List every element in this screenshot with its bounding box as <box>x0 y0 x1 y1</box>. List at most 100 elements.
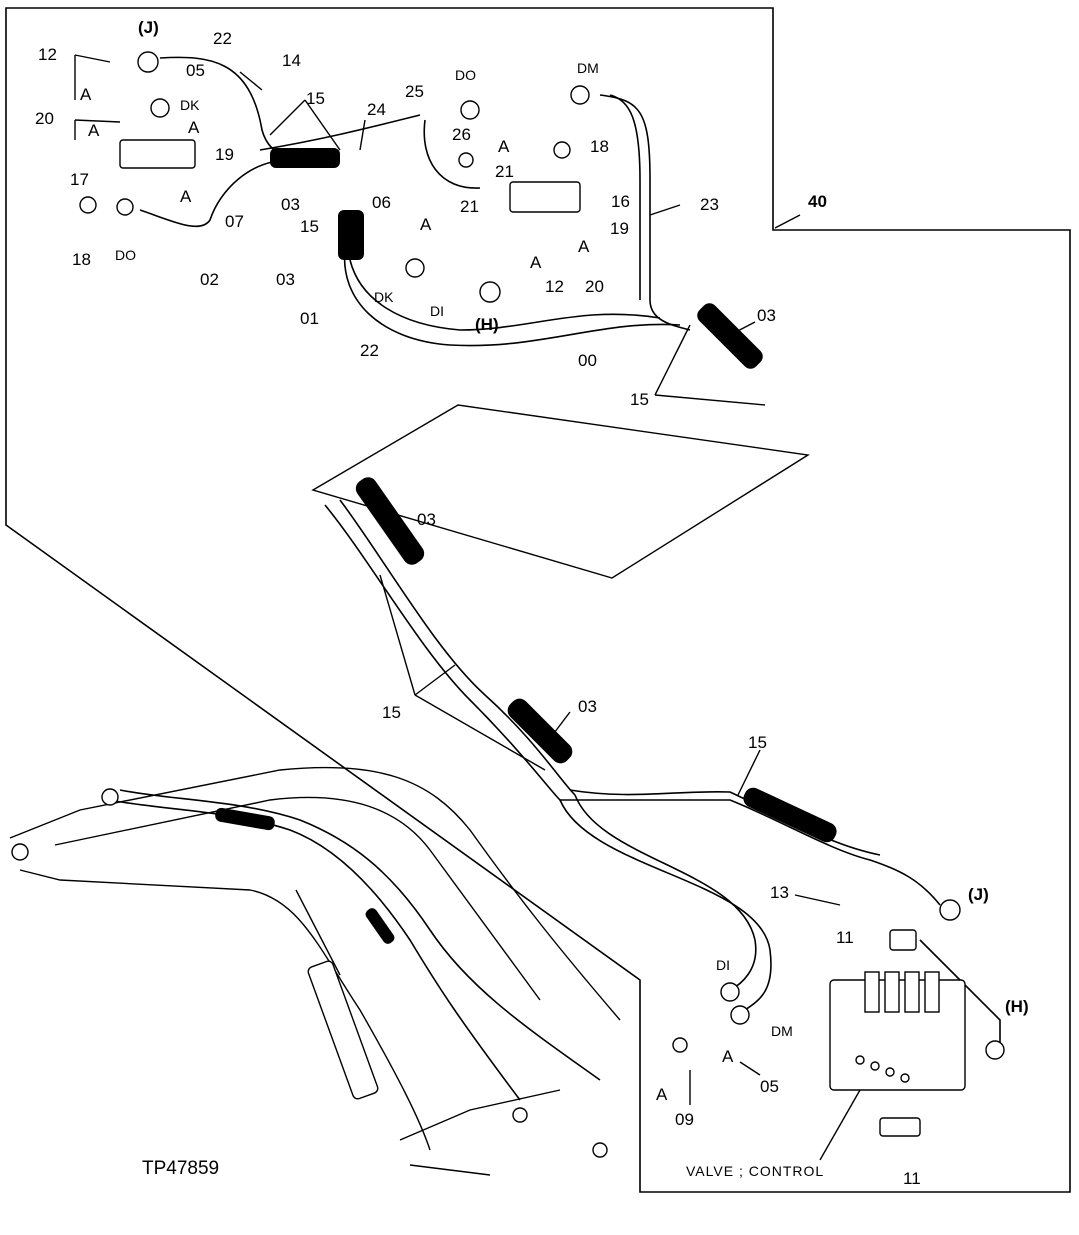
label-15-top: 15 <box>306 89 325 108</box>
label-01: 01 <box>300 309 319 328</box>
label-19-left: 19 <box>215 145 234 164</box>
label-18-left: 18 <box>72 250 91 269</box>
valve-port-2 <box>870 1061 880 1071</box>
label-15-left: 15 <box>300 217 319 236</box>
valve-port-1 <box>855 1055 865 1065</box>
label-15-mid: 15 <box>382 703 401 722</box>
label-j-top: (J) <box>138 18 159 37</box>
wrap-03-right <box>697 303 763 369</box>
control-valve <box>829 929 966 1137</box>
label-do-left: DO <box>115 247 136 263</box>
fitting-j-right <box>939 899 961 921</box>
label-19-right: 19 <box>610 219 629 238</box>
hose-13b <box>569 789 881 856</box>
label-dk-top: DK <box>180 97 200 113</box>
label-06: 06 <box>372 193 391 212</box>
label-a4: A <box>498 137 510 156</box>
label-dm-top: DM <box>577 60 599 76</box>
hose-13 <box>560 799 941 906</box>
boom-outline-bottom <box>19 869 431 1151</box>
boom-outline-top <box>9 766 621 1021</box>
label-a1: A <box>80 85 92 104</box>
wrap-03-mid-top <box>355 477 425 565</box>
valve-caption: VALVE ; CONTROL <box>686 1163 824 1179</box>
label-21-top: 21 <box>495 162 514 181</box>
label-21-mid: 21 <box>460 197 479 216</box>
label-03-top: 03 <box>281 195 300 214</box>
middle-hose-bundle <box>324 477 1005 1060</box>
boom-wrap-1 <box>215 807 275 831</box>
label-20-top: 20 <box>35 109 54 128</box>
label-do-top: DO <box>455 67 476 83</box>
wrap-03-mid-low <box>507 698 573 764</box>
label-a3: A <box>188 118 200 137</box>
hose-00b <box>349 259 661 331</box>
label-16: 16 <box>611 192 630 211</box>
label-dm-bottom: DM <box>771 1023 793 1039</box>
fitting-18-left <box>79 196 97 214</box>
boom-cylinder <box>307 960 379 1100</box>
label-h-right: (H) <box>1005 997 1029 1016</box>
fitting-dm-bottom <box>730 1005 750 1025</box>
drawing-id: TP47859 <box>142 1158 219 1179</box>
hose-00 <box>343 249 681 347</box>
label-05-bottom: 05 <box>760 1077 779 1096</box>
label-11-bottom: 11 <box>903 1169 921 1188</box>
leader-lines <box>74 54 861 1161</box>
label-07: 07 <box>225 212 244 231</box>
label-14: 14 <box>282 51 301 70</box>
hose-to-di <box>574 794 757 991</box>
label-15-lower-right: 15 <box>748 733 767 752</box>
boom-pivot-pin <box>11 843 29 861</box>
label-11-top: 11 <box>836 928 854 947</box>
label-a10: A <box>656 1085 668 1104</box>
hose-23 <box>599 94 691 331</box>
top-assembly <box>79 51 763 369</box>
valve-section-1 <box>864 971 880 1013</box>
fitting-di-bottom <box>720 982 740 1002</box>
fitting-h-right <box>985 1040 1005 1060</box>
valve-section-4 <box>924 971 940 1013</box>
callout-labels: (J) 12 22 05 14 A DK 15 20 A A 24 25 DO … <box>35 18 1029 1188</box>
fitting-dk-top <box>150 98 170 118</box>
label-12-right: 12 <box>545 277 564 296</box>
wrap-03-top <box>270 148 340 168</box>
fitting-11-bottom <box>879 1117 921 1137</box>
manifold-block-right <box>509 181 581 213</box>
label-02: 02 <box>200 270 219 289</box>
manifold-block-left <box>119 139 196 169</box>
label-26: 26 <box>452 125 471 144</box>
fitting-dm-top <box>570 85 590 105</box>
fitting-21 <box>458 152 474 168</box>
label-a5: A <box>180 187 192 206</box>
label-15-right: 15 <box>630 390 649 409</box>
wrap-15-right <box>743 787 837 843</box>
hose-23b <box>609 94 641 300</box>
detail-wedge <box>311 404 810 579</box>
fitting-do-top <box>460 100 480 120</box>
boom-fitting-top <box>101 788 119 806</box>
label-03-right: 03 <box>757 306 776 325</box>
label-24: 24 <box>367 100 386 119</box>
valve-section-2 <box>884 971 900 1013</box>
label-40: 40 <box>808 192 827 211</box>
label-j-right: (J) <box>968 885 989 904</box>
fitting-do-left <box>116 198 134 216</box>
label-03-left: 03 <box>276 270 295 289</box>
boom-overview <box>9 766 621 1176</box>
fitting-09 <box>672 1037 688 1053</box>
valve-section-3 <box>904 971 920 1013</box>
boom-base <box>399 1089 561 1176</box>
label-03-mid-low: 03 <box>578 697 597 716</box>
frame-outline <box>5 7 1071 1193</box>
valve-port-4 <box>900 1073 910 1083</box>
label-di-bottom: DI <box>716 957 730 973</box>
boom-hose-run <box>109 799 521 1101</box>
label-05-top: 05 <box>186 61 205 80</box>
label-03-mid: 03 <box>417 510 436 529</box>
boom-wrap-2 <box>365 908 395 944</box>
hose-24 <box>259 114 421 151</box>
hose-to-dm <box>559 799 772 1011</box>
label-a8: A <box>530 253 542 272</box>
label-a6: A <box>420 215 432 234</box>
